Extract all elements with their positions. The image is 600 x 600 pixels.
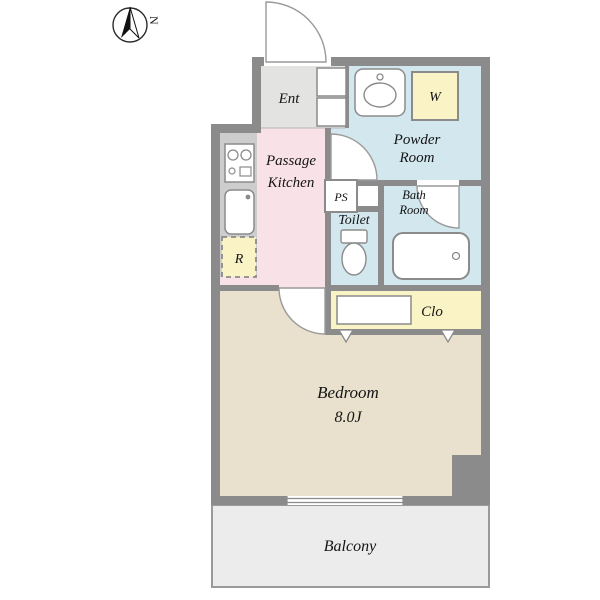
wall-segment [252,57,261,133]
wall-segment [325,285,331,335]
fridge-box [221,236,257,278]
stove-burner [227,149,239,161]
wall-segment [325,329,481,335]
closet-shelf [336,295,412,325]
sink-faucet [245,194,251,200]
stove-grill [239,166,252,177]
bath-room-label-line2: Room [398,203,428,217]
ent-label: Ent [278,91,301,107]
washer-space: W [411,71,459,121]
pipe-space: PS [324,179,358,213]
wall-segment [211,124,220,505]
wall-segment [345,66,349,128]
bedroom-label-line1: Bedroom [317,383,379,402]
wall-segment [211,124,261,133]
wall-segment [325,285,481,291]
washbasin-faucet [376,73,384,81]
ps-label: PS [333,190,347,204]
toilet-label: Toilet [338,213,370,228]
shoe-cabinet-lower [316,97,347,127]
bath-room-label: Bath Room [398,188,428,217]
wall-segment [459,180,481,186]
room-balcony: Balcony [211,504,490,588]
balcony-floor [211,504,490,588]
washer-box [411,71,459,121]
stove-icon [224,143,255,183]
bath-door-arc [416,185,460,229]
wall-segment [378,180,384,285]
bathtub [392,232,470,280]
washbasin-bowl [363,82,397,108]
bath-room-label-line1: Bath [402,188,426,202]
wall-notch [452,455,481,496]
powder-room-label-line2: Room [399,150,435,166]
toilet-tank [340,229,368,244]
wall-segment [331,57,490,66]
shoe-cabinet-upper [316,67,347,97]
fridge-space: R [221,236,257,278]
ps-box [324,179,358,213]
passage-kitchen-label: Passage Kitchen [265,153,316,191]
compass-needle-light [129,6,140,39]
window [286,496,404,505]
passage-kitchen-label-line2: Kitchen [267,175,315,191]
powder-room-door-arc [330,133,378,181]
closet-door-mark [337,329,355,344]
toilet-bowl [341,242,367,276]
kitchen-sink [224,189,255,235]
wall-segment [211,285,279,291]
bedroom-label: Bedroom 8.0J [317,383,379,426]
wall-segment [331,180,417,186]
washbasin-icon [354,68,406,117]
shoe-cabinet [316,67,347,127]
entrance-door-arc [265,1,327,63]
bedroom-door-arc [278,287,326,335]
fridge-label: R [234,252,244,267]
stove-burner [240,149,252,161]
powder-room-label: Powder Room [393,132,441,166]
closet-door-mark [439,329,457,344]
bathtub-drain [451,251,461,261]
washbasin-counter [354,68,406,117]
compass-needle-dark [121,7,130,38]
kitchen-sink-icon [224,189,255,235]
powder-room-label-line1: Powder [393,132,441,148]
window-opening [287,496,403,505]
wall-segment [481,57,490,505]
washer-label: W [429,90,442,105]
stove-burner-small [228,167,236,175]
compass-north-label: N [147,16,161,25]
balcony-label: Balcony [324,538,377,555]
compass-icon: N [112,6,161,43]
closet-label: Clo [421,304,443,320]
passage-kitchen-label-line1: Passage [265,153,316,169]
toilet-icon [340,229,368,276]
bedroom-label-line2: 8.0J [334,409,362,426]
bathtub-icon [392,232,470,280]
